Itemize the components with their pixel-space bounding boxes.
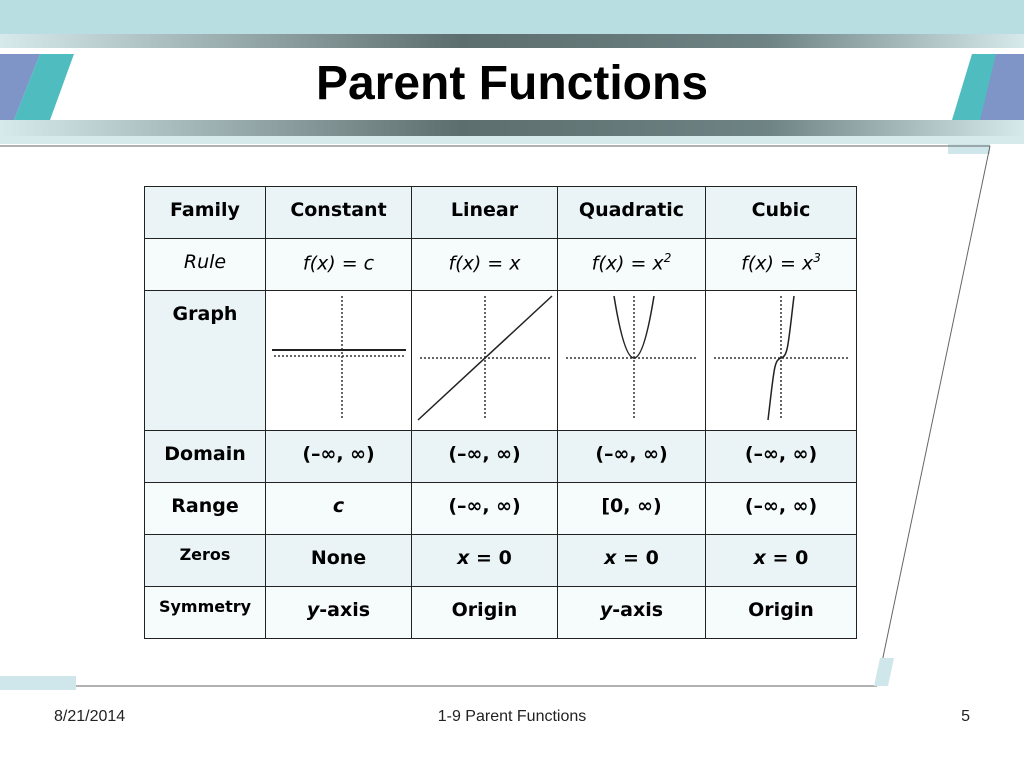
zeros-row: Zeros None x = 0 x = 0 x = 0 <box>144 534 857 587</box>
domain-linear: (–∞, ∞) <box>411 430 558 483</box>
graph-row: Graph <box>144 290 857 431</box>
parent-functions-table: Family Constant Linear Quadratic Cubic R… <box>144 186 857 639</box>
rule-quadratic: f(x) = x2 <box>557 238 706 291</box>
rule-row: Rule f(x) = c f(x) = x f(x) = x2 f(x) = … <box>144 238 857 291</box>
header-cubic: Cubic <box>705 186 857 239</box>
graph-linear <box>411 290 558 431</box>
range-label: Range <box>144 482 266 535</box>
symmetry-linear: Origin <box>411 586 558 639</box>
cubic-graph-image <box>713 295 849 421</box>
header-constant: Constant <box>265 186 412 239</box>
symmetry-cubic: Origin <box>705 586 857 639</box>
graph-label: Graph <box>144 290 266 431</box>
rule-linear: f(x) = x <box>411 238 558 291</box>
symmetry-constant: y-axis <box>265 586 412 639</box>
domain-row: Domain (–∞, ∞) (–∞, ∞) (–∞, ∞) (–∞, ∞) <box>144 430 857 483</box>
zeros-cubic: x = 0 <box>705 534 857 587</box>
range-cubic: (–∞, ∞) <box>705 482 857 535</box>
rule-cubic: f(x) = x3 <box>705 238 857 291</box>
zeros-linear: x = 0 <box>411 534 558 587</box>
symmetry-quadratic: y-axis <box>557 586 706 639</box>
header-quadratic: Quadratic <box>557 186 706 239</box>
page-number: 5 <box>961 708 970 725</box>
range-linear: (–∞, ∞) <box>411 482 558 535</box>
linear-graph-image <box>416 295 553 421</box>
domain-constant: (–∞, ∞) <box>265 430 412 483</box>
symmetry-row: Symmetry y-axis Origin y-axis Origin <box>144 586 857 639</box>
zeros-quadratic: x = 0 <box>557 534 706 587</box>
header-family: Family <box>144 186 266 239</box>
domain-cubic: (–∞, ∞) <box>705 430 857 483</box>
zeros-label: Zeros <box>144 534 266 587</box>
range-constant: c <box>265 482 412 535</box>
symmetry-label: Symmetry <box>144 586 266 639</box>
domain-quadratic: (–∞, ∞) <box>557 430 706 483</box>
zeros-constant: None <box>265 534 412 587</box>
rule-constant: f(x) = c <box>265 238 412 291</box>
header-linear: Linear <box>411 186 558 239</box>
constant-graph-image <box>271 296 406 420</box>
footer-title: 1-9 Parent Functions <box>437 708 587 725</box>
header-row: Family Constant Linear Quadratic Cubic <box>144 186 857 239</box>
range-row: Range c (–∞, ∞) [0, ∞) (–∞, ∞) <box>144 482 857 535</box>
range-quadratic: [0, ∞) <box>557 482 706 535</box>
graph-quadratic <box>557 290 706 431</box>
domain-label: Domain <box>144 430 266 483</box>
quadratic-graph-image <box>565 295 698 420</box>
rule-label: Rule <box>144 238 266 291</box>
graph-constant <box>265 290 412 431</box>
slide-title: Parent Functions <box>315 57 709 110</box>
footer-date: 8/21/2014 <box>54 708 126 725</box>
graph-cubic <box>705 290 857 431</box>
